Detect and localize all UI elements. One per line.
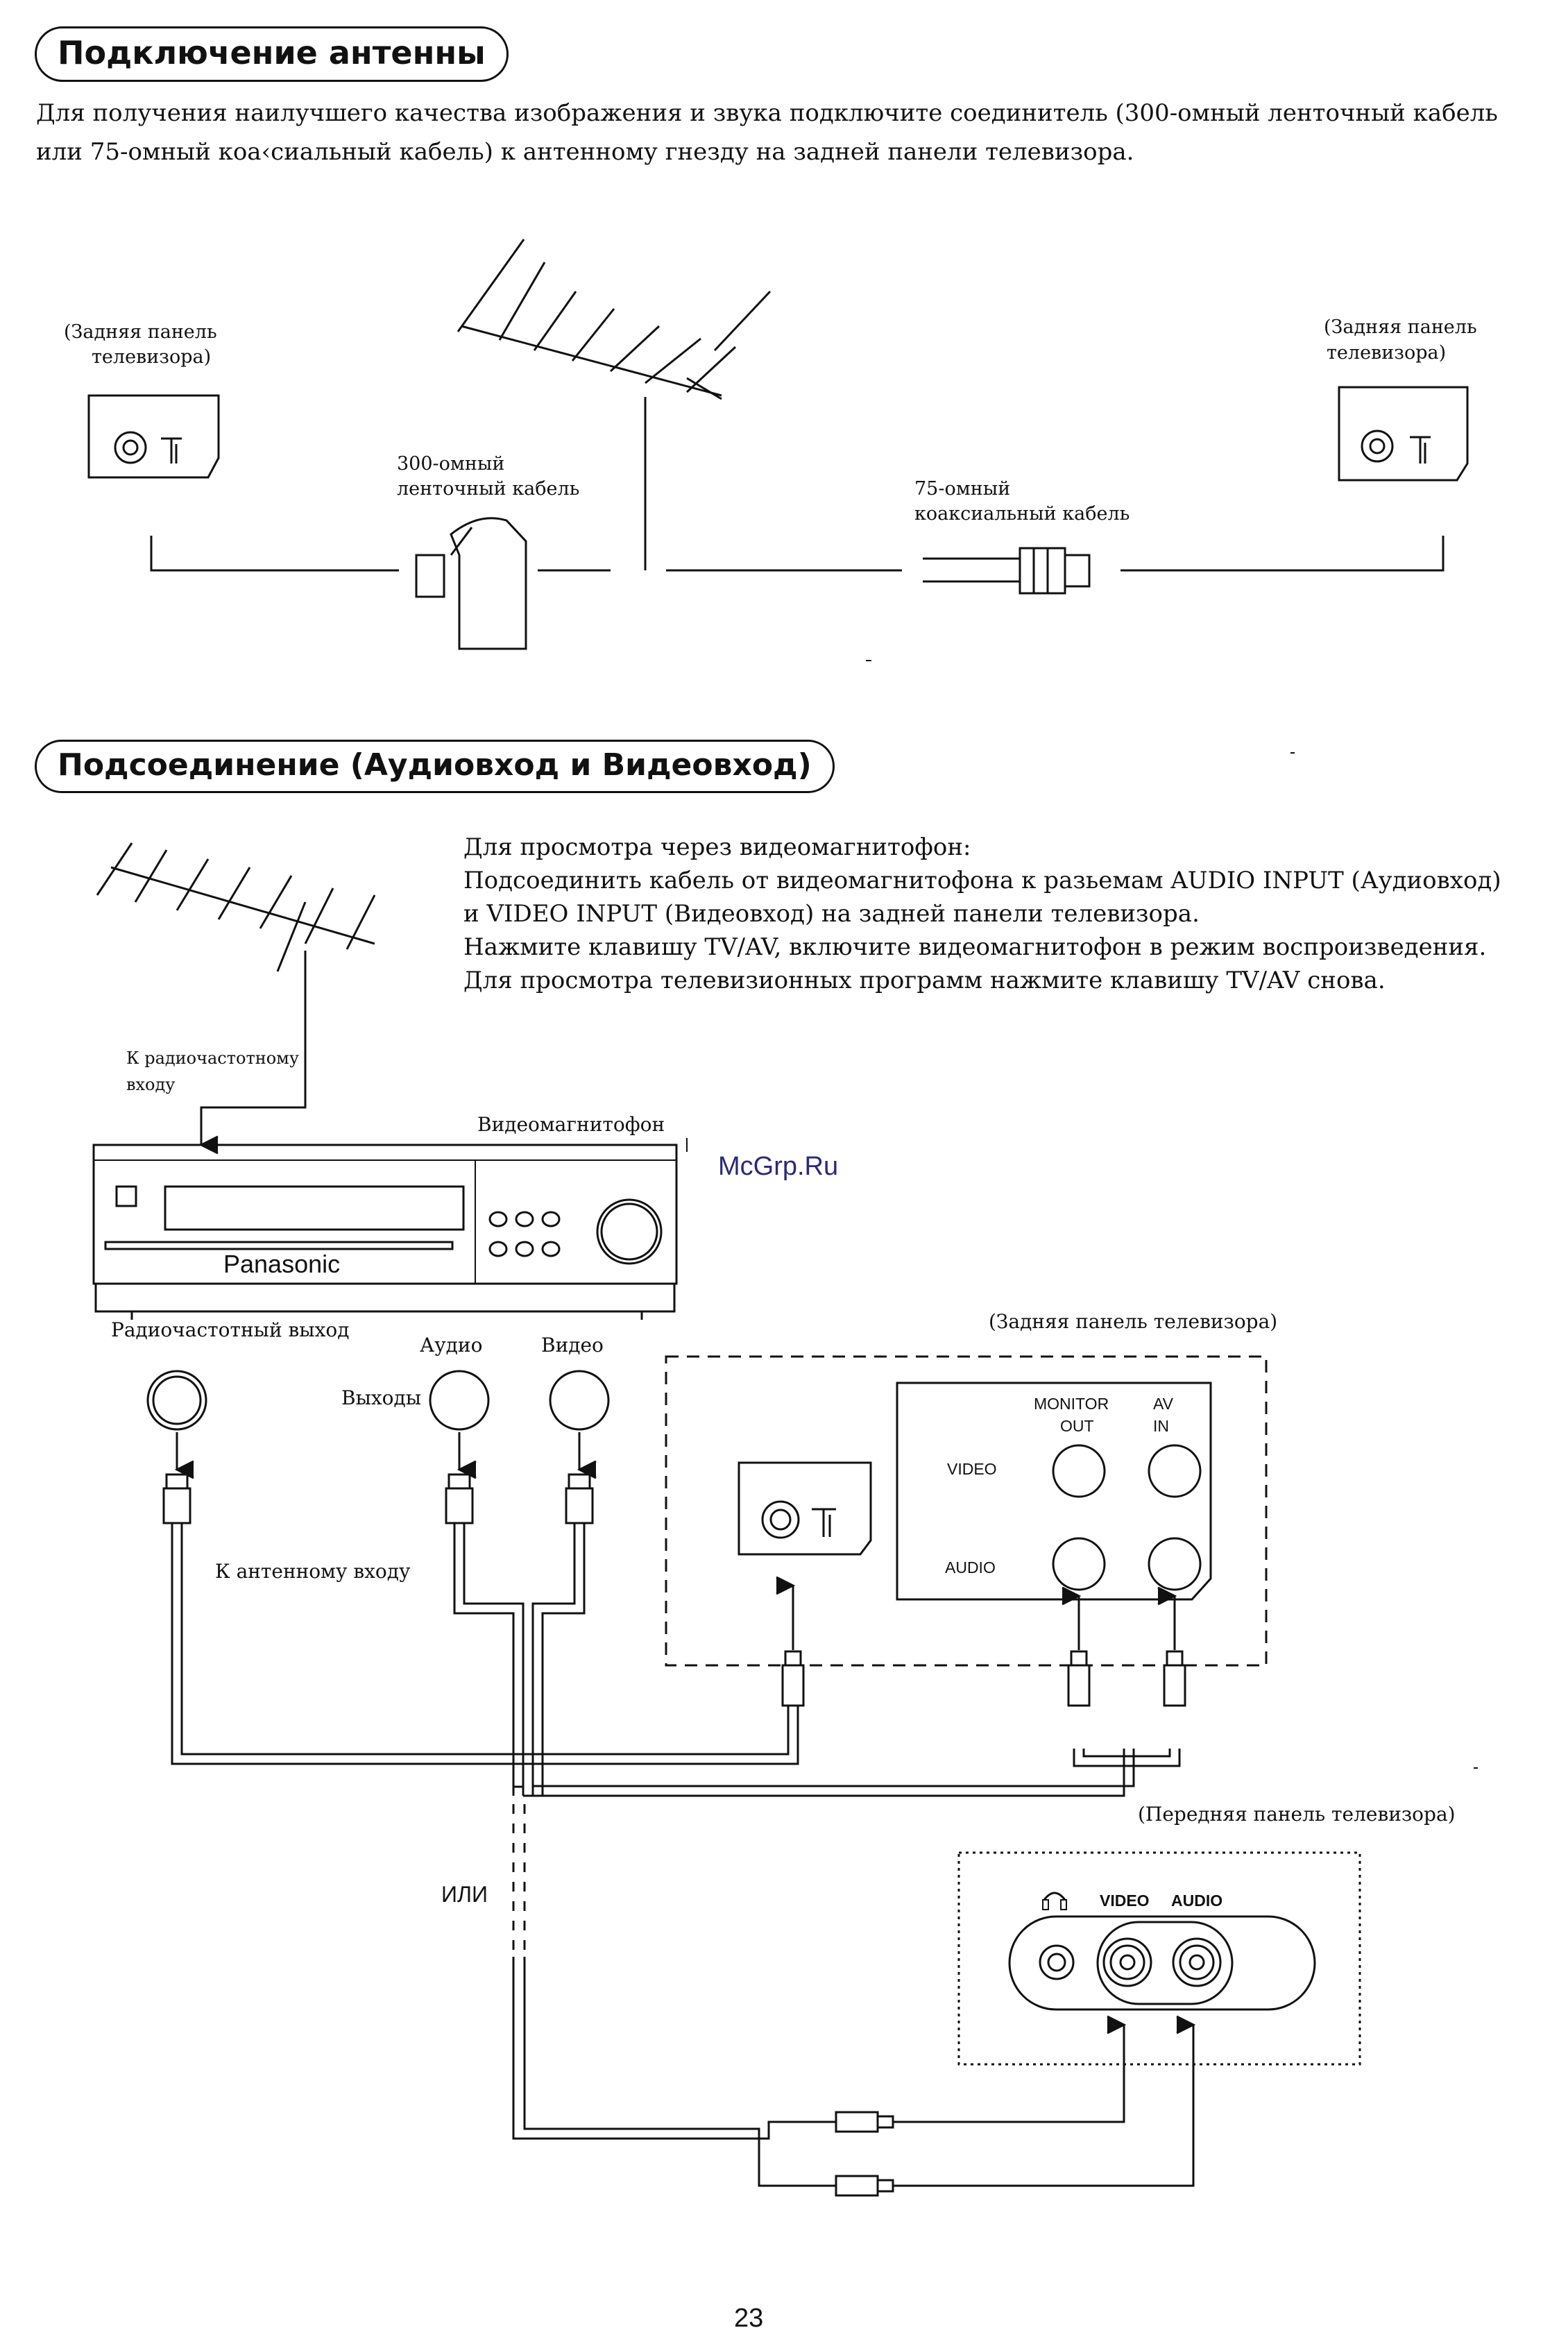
rear-video-row-label: VIDEO [947,1460,997,1478]
video-output-label: Видео [541,1334,604,1357]
headphones-icon [1042,1892,1067,1910]
front-panel-label: (Передняя панель телевизора) [1138,1803,1456,1826]
front-video-label: VIDEO [1100,1892,1150,1910]
av-in-label-line2: IN [1153,1417,1169,1435]
front-panel-box [957,1851,1361,2066]
antenna-connection-diagram [87,239,1469,661]
av-intro-line2: Подсоединить кабель от видеомагнитофона … [463,867,1501,894]
outputs-label: Выходы [341,1386,422,1409]
antenna-input-label: К антенному входу [215,1560,411,1583]
right-panel-label-line2: телевизора) [1327,342,1447,364]
ribbon-adapter-icon [415,517,527,650]
front-audio-label: AUDIO [1171,1892,1223,1910]
av-in-audio-jack-icon [1148,1537,1202,1591]
monitor-out-label-line1: MONITOR [1034,1395,1109,1413]
coax-cable-label-line1: 75-омный [914,478,1011,500]
left-panel-label-line2: телевизора) [92,346,212,368]
section-title-av-input: Подсоединение (Аудиовход и Видеовход) [35,740,835,793]
antenna-paragraph-line1: Для получения наилучшего качества изобра… [36,99,1498,127]
rf-output-jack-icon [146,1370,207,1431]
left-panel-label-line1: (Задняя панель [64,321,217,343]
ribbon-cable-label-line2: ленточный кабель [397,478,580,500]
front-video-jack-icon [1102,1937,1152,1987]
av-intro-line5: Для просмотра телевизионных программ наж… [463,967,1386,994]
antenna-paragraph-line2: или 75-омный коа‹сиальный кабель) к анте… [36,138,1134,166]
vcr-device-icon [92,1138,688,1320]
or-label: ИЛИ [441,1882,488,1907]
vcr-jog-dial-icon [596,1198,663,1265]
ribbon-cable-label-line1: 300-омный [397,453,505,475]
headphone-jack-icon [1039,1944,1075,1980]
audio-output-jack-icon [429,1370,490,1431]
front-rca-plug-icon [835,2111,894,2197]
av-intro-line3: и VIDEO INPUT (Видеовход) на задней пане… [463,900,1200,928]
rear-av-terminal-box [896,1382,1212,1601]
rear-rf-input-icon [738,1461,872,1556]
antenna-icon [96,842,376,972]
rf-input-label-line1: К радиочастотному [126,1048,299,1068]
monitor-out-label-line2: OUT [1060,1417,1094,1435]
rf-input-label-line2: входу [126,1075,176,1094]
section-title-antenna: Подключение антенны [35,26,509,82]
rear-audio-row-label: AUDIO [945,1558,996,1577]
vcr-brand-logo: Panasonic [223,1250,341,1278]
vcr-indicator-icon [115,1185,137,1207]
video-output-jack-icon [549,1370,610,1431]
vcr-buttons-icon [488,1211,561,1257]
coax-cable-label-line2: коаксиальный кабель [914,503,1130,525]
watermark: McGrp.Ru [718,1152,839,1181]
coax-connector-icon [923,547,1091,595]
av-intro-line4: Нажмите клавишу TV/AV, включите видеомаг… [463,933,1487,961]
audio-output-label: Аудио [420,1334,483,1357]
right-panel-label-line1: (Задняя панель [1324,316,1477,338]
monitor-out-audio-jack-icon [1052,1537,1106,1591]
av-in-video-jack-icon [1148,1444,1202,1498]
rear-panel-label: (Задняя панель телевизора) [989,1310,1278,1333]
front-audio-jack-icon [1172,1937,1222,1987]
monitor-out-video-jack-icon [1052,1444,1106,1498]
rca-plug-icon [162,1473,594,1524]
front-jack-panel [1008,1915,1316,2011]
av-intro-line1: Для просмотра через видеомагнитофон: [463,833,971,861]
vcr-label: Видеомагнитофон [477,1113,665,1136]
right-rear-panel-icon [1338,386,1469,482]
roof-antenna-icon [457,239,772,570]
av-in-label-line1: AV [1153,1395,1173,1413]
rf-output-label: Радиочастотный выход [111,1318,350,1341]
rear-panel-box [665,1355,1268,1667]
left-rear-panel-icon [87,394,220,479]
page-number: 23 [734,2304,764,2333]
